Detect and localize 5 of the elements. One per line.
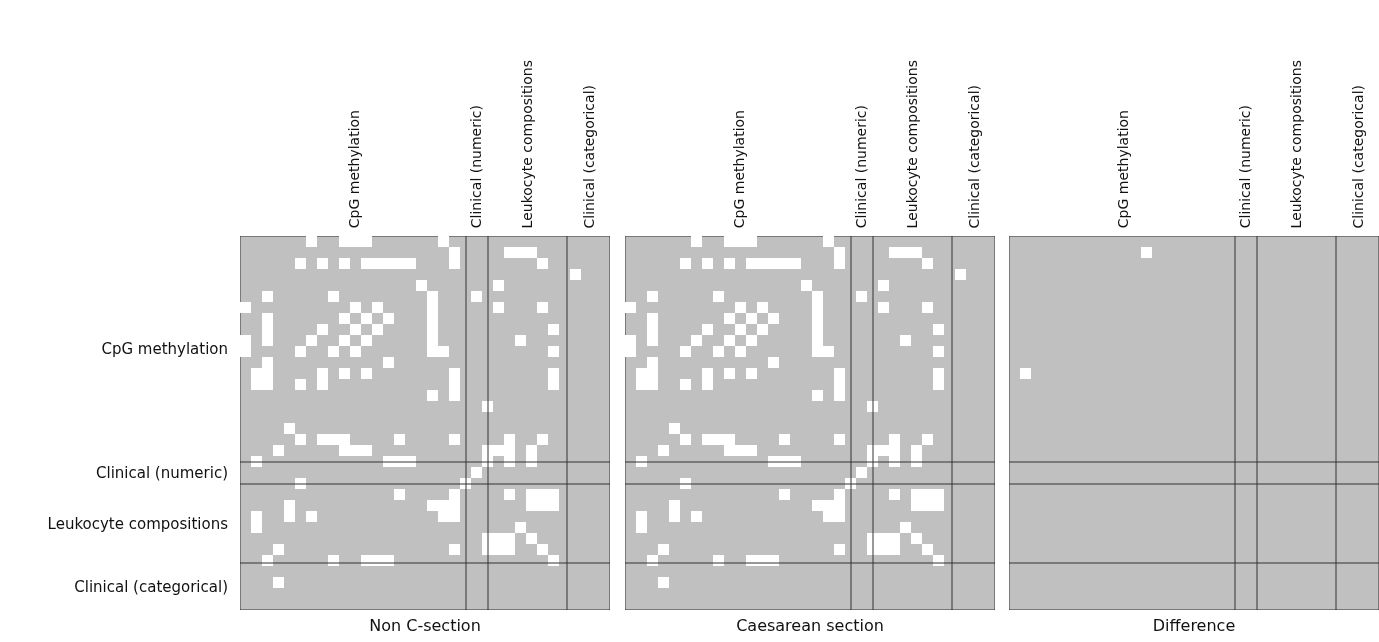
column-header: Clinical (categorical) <box>966 84 982 228</box>
panel-caption: Non C-section <box>368 616 482 635</box>
panel-caption: Difference <box>1151 616 1237 635</box>
panel-caption: Caesarean section <box>735 616 885 635</box>
column-header: Clinical (categorical) <box>581 84 597 228</box>
